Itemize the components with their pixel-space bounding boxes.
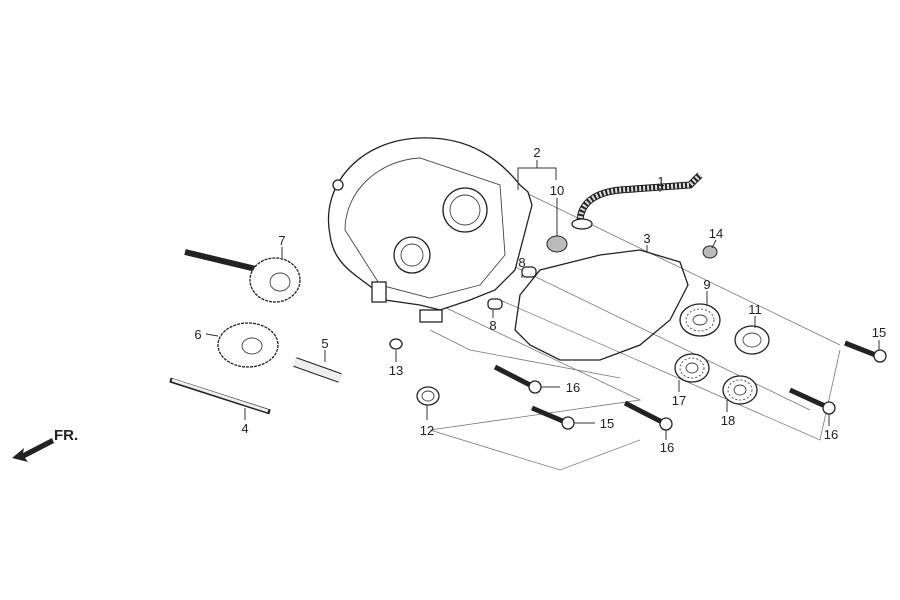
callout-18: 18 xyxy=(721,413,735,428)
callout-16: 16 xyxy=(566,380,580,395)
callout-6: 6 xyxy=(194,327,201,342)
callout-3: 3 xyxy=(643,231,650,246)
callout-17: 17 xyxy=(672,393,686,408)
callout-leaders xyxy=(205,160,880,440)
callout-16: 16 xyxy=(660,440,674,455)
callout-5: 5 xyxy=(321,336,328,351)
part-18-bearing xyxy=(722,375,758,405)
callout-11: 11 xyxy=(748,302,762,317)
callout-15: 15 xyxy=(600,416,614,431)
callout-8: 8 xyxy=(489,318,496,333)
callout-7: 7 xyxy=(278,233,285,248)
callout-labels: 1 2 3 4 5 6 7 8 8 9 10 11 12 13 14 15 15… xyxy=(194,145,886,455)
callout-12: 12 xyxy=(420,423,434,438)
callout-10: 10 xyxy=(550,183,564,198)
part-5-shaft xyxy=(293,357,342,383)
callout-16: 16 xyxy=(824,427,838,442)
front-direction-indicator: FR. xyxy=(12,427,78,462)
callout-2: 2 xyxy=(533,145,540,160)
front-arrow-icon xyxy=(12,438,54,462)
part-6-gear xyxy=(217,322,279,368)
part-13-washer xyxy=(389,338,403,350)
callout-4: 4 xyxy=(241,421,248,436)
callout-14: 14 xyxy=(709,226,723,241)
callout-15: 15 xyxy=(872,325,886,340)
part-7-drive-shaft-gear xyxy=(184,249,301,303)
callout-9: 9 xyxy=(703,277,710,292)
callout-1: 1 xyxy=(657,174,664,189)
part-3-gasket xyxy=(514,249,689,361)
part-8-dowel-pin xyxy=(487,298,503,310)
part-9-bearing xyxy=(679,303,721,337)
part-14-nut xyxy=(702,245,718,259)
part-11-oil-seal xyxy=(734,325,770,355)
callout-8: 8 xyxy=(518,255,525,270)
part-12-oil-seal xyxy=(416,386,440,406)
callout-13: 13 xyxy=(389,363,403,378)
front-label: FR. xyxy=(54,427,78,444)
transmission-case xyxy=(327,137,533,323)
part-1-breather-tube xyxy=(571,172,703,230)
part-4-shaft xyxy=(169,377,271,415)
part-10-needle-bearing xyxy=(546,235,568,253)
part-17-bearing xyxy=(674,353,710,383)
